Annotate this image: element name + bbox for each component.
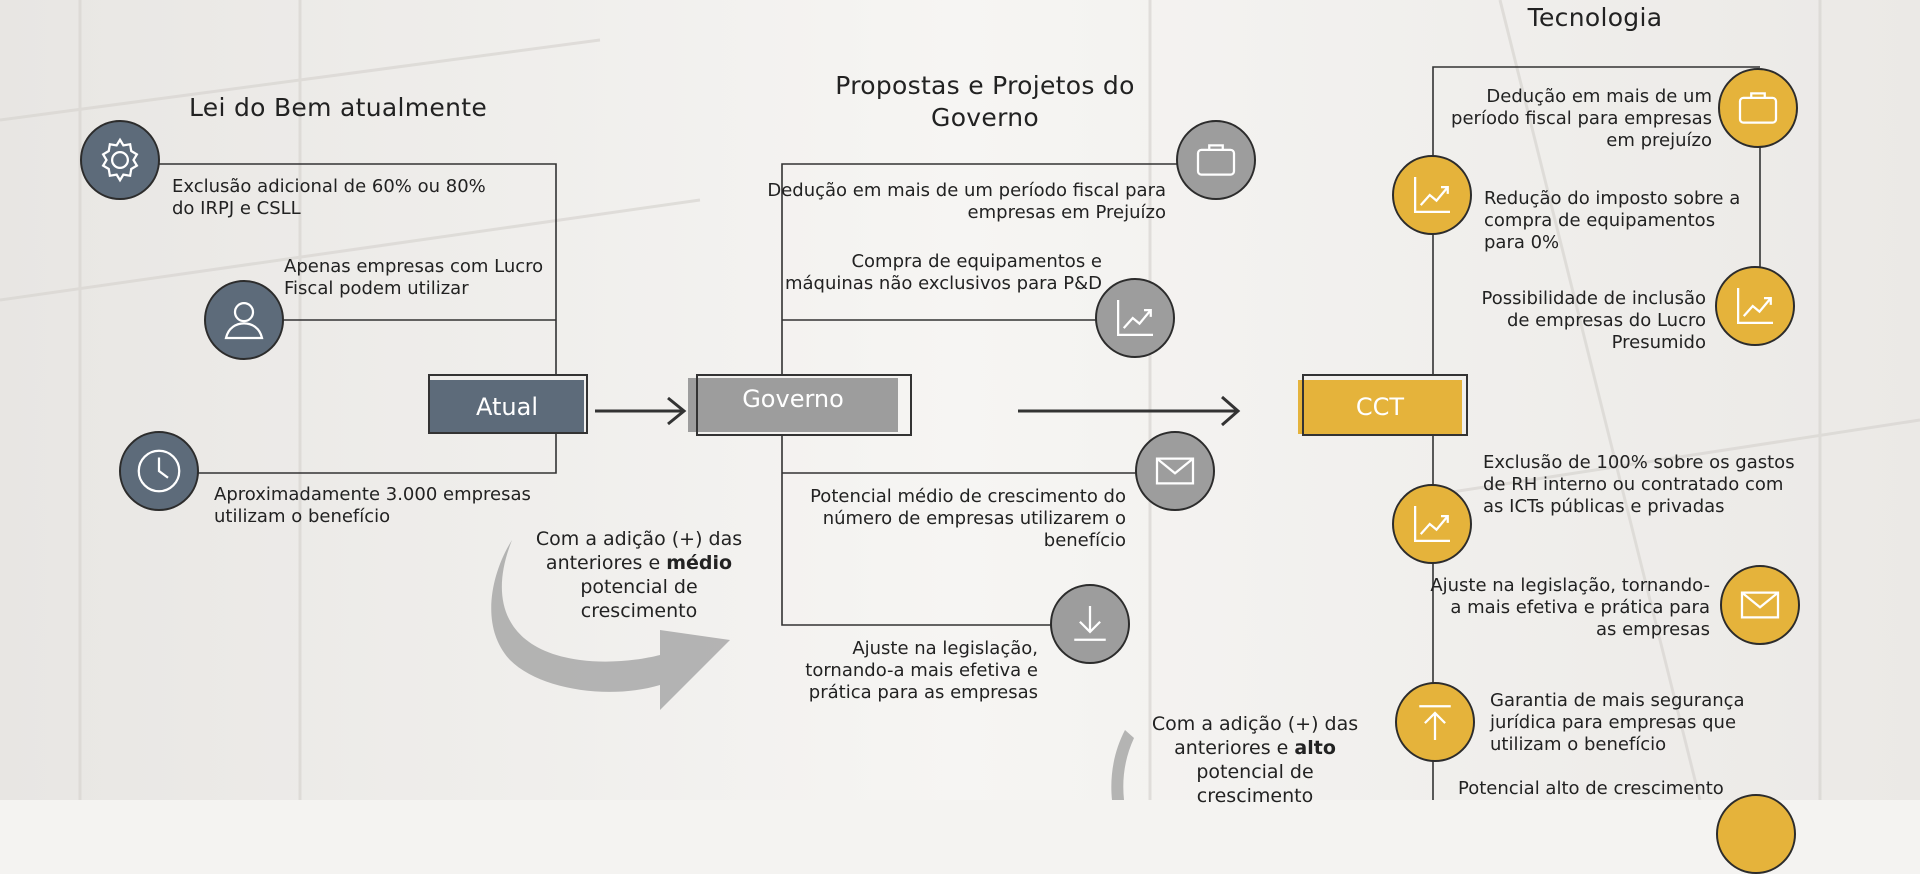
gear-icon (76, 120, 160, 208)
note-medio-pre: Com a adição (+) das anteriores e (535, 528, 743, 574)
atual-item-3: Aproximadamente 3.000 empresas utilizam … (214, 484, 531, 527)
governo-item-1: Dedução em mais de um período fiscal par… (767, 180, 1166, 223)
atual-title: Lei do Bem atualmente (189, 93, 487, 122)
atual-connectors (120, 163, 557, 474)
cct-hub: CCT (1298, 374, 1468, 436)
curved-arrow-alto (1111, 730, 1134, 800)
atual-item-1: Exclusão adicional de 60% ou 80% do IRPJ… (172, 176, 486, 219)
atual-hub-label: Atual (476, 393, 538, 421)
note-alto-post: potencial de crescimento (1196, 761, 1314, 807)
circle-icon (1716, 794, 1796, 874)
cct-item-7: Potencial alto de crescimento (1458, 778, 1724, 799)
chart-icon (1711, 266, 1795, 354)
note-medio: Com a adição (+) das anteriores e médio … (528, 527, 750, 623)
cct-item-2: Redução do imposto sobre a compra de equ… (1484, 188, 1741, 253)
diagram-background (0, 0, 1920, 800)
note-medio-bold: médio (666, 552, 733, 574)
cct-item-3: Possibilidade de inclusão de empresas do… (1481, 288, 1706, 353)
note-alto-bold: alto (1294, 737, 1336, 759)
briefcase-icon (1172, 120, 1256, 208)
note-alto: Com a adição (+) das anteriores e alto p… (1150, 712, 1360, 808)
upload-icon (1391, 682, 1475, 770)
governo-title: Propostas e Projetos do Governo (835, 71, 1135, 132)
note-medio-post: potencial de crescimento (580, 576, 698, 622)
mail-icon (1131, 431, 1215, 519)
governo-item-4: Ajuste na legislação, tornando-a mais ef… (805, 638, 1038, 703)
chart-icon (1388, 155, 1472, 243)
curved-arrow-medio (491, 540, 730, 710)
chart-icon (1388, 484, 1472, 572)
cct-item-6: Garantia de mais segurança jurídica para… (1490, 690, 1745, 755)
governo-connectors (781, 163, 1180, 626)
briefcase-icon (1714, 68, 1798, 156)
cct-item-1: Dedução em mais de um período fiscal par… (1451, 86, 1712, 151)
atual-item-2: Apenas empresas com Lucro Fiscal podem u… (284, 256, 544, 299)
governo-hub: Governo (688, 374, 912, 436)
arrow-governo-cct (1018, 395, 1241, 427)
governo-hub-label: Governo (742, 385, 844, 413)
cct-hub-label: CCT (1355, 393, 1405, 421)
cct-item-5: Ajuste na legislação, tornando-a mais ef… (1430, 575, 1710, 640)
arrow-atual-governo (595, 396, 687, 426)
download-icon (1046, 584, 1130, 672)
note-alto-pre: Com a adição (+) das anteriores e (1151, 713, 1359, 759)
governo-item-2: Compra de equipamentos e máquinas não ex… (784, 251, 1102, 294)
cct-title: Tecnologia (1527, 3, 1663, 32)
clock-icon (115, 431, 199, 519)
cct-item-4: Exclusão de 100% sobre os gastos de RH i… (1483, 452, 1795, 517)
user-icon (200, 280, 284, 368)
chart-icon (1091, 278, 1175, 366)
atual-hub: Atual (428, 374, 588, 434)
mail-icon (1716, 565, 1800, 653)
governo-item-3: Potencial médio de crescimento do número… (810, 486, 1126, 551)
